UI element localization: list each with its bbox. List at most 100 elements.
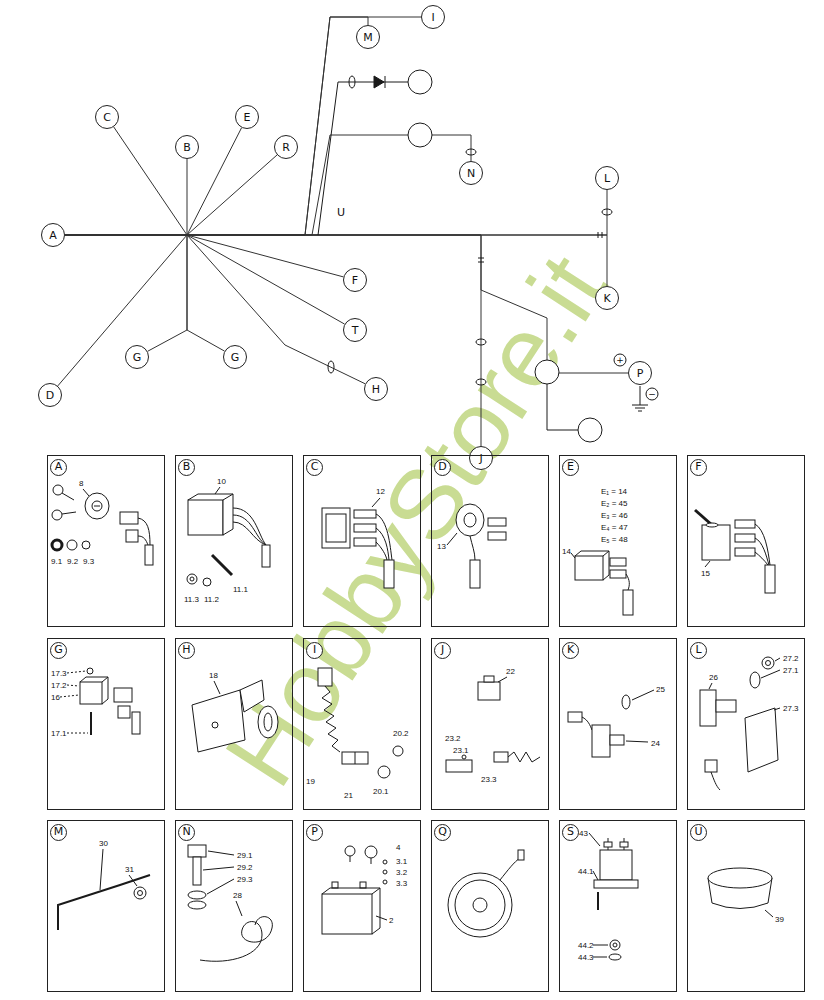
callout-number: 9.2: [67, 557, 78, 567]
part-panel: M3031: [47, 820, 165, 992]
callout-number: 17.1: [51, 729, 67, 739]
ground-wire: [640, 386, 641, 405]
switch: [571, 551, 633, 615]
callout-number: 39: [775, 915, 784, 925]
part-panel: J2223.223.123.3: [431, 638, 549, 810]
connector-letter: A: [49, 230, 57, 241]
harness-wire: [65, 159, 187, 235]
cable-mark: [598, 232, 599, 238]
callout-number: 16: [51, 693, 60, 703]
harness-wire: [65, 235, 628, 373]
connector-circle: H: [364, 377, 388, 401]
callout-number: 4: [396, 843, 400, 853]
part-panel: C12: [303, 455, 421, 627]
wire: [547, 384, 578, 430]
part-panel: L27.227.12627.3: [687, 638, 805, 810]
diode-symbol: [374, 76, 384, 88]
callout-number: 13: [437, 542, 446, 552]
connector-letter: L: [604, 173, 610, 184]
horn: [448, 850, 524, 937]
harness-wire: [58, 235, 187, 386]
panel-letter: I: [306, 642, 323, 659]
harness-wire: [65, 235, 365, 384]
panel-letter: U: [690, 824, 707, 841]
empty-connector: [408, 70, 432, 94]
rocker-switch: [322, 498, 394, 588]
diode-symbol: [385, 76, 386, 88]
part-panel: N29.129.229.328: [175, 820, 293, 992]
part-panel: Q: [431, 820, 549, 992]
connector-circle: B: [175, 135, 199, 159]
panel-letter: D: [434, 459, 451, 476]
part-panel: A89.19.29.3: [47, 455, 165, 627]
panel-letter: N: [178, 824, 195, 841]
callout-number: 10: [217, 477, 226, 487]
part-panel: U 39: [687, 820, 805, 992]
empty-connector: [578, 418, 602, 442]
callout-number: 15: [701, 569, 710, 579]
connector-circle: M: [356, 25, 380, 49]
connector-letter: C: [103, 112, 111, 123]
panel-letter: P: [306, 824, 323, 841]
callout-number: 24: [651, 739, 660, 749]
panel-letter: F: [690, 459, 707, 476]
harness-wire: [65, 235, 607, 286]
harness-wire: [65, 155, 277, 235]
connector-letter: R: [282, 142, 290, 153]
callout-number: 23.1: [453, 746, 469, 756]
harness-wire: [65, 235, 481, 446]
bolt-and-cable: [188, 845, 272, 961]
harness-wire: [65, 235, 225, 351]
cap: [708, 868, 773, 917]
connector-circle: A: [41, 223, 65, 247]
connector-letter: F: [352, 275, 358, 286]
connector-letter: G: [133, 352, 142, 363]
cable-tie: [602, 209, 612, 215]
part-panel: F 15: [687, 455, 805, 627]
callout-number: 23.2: [445, 734, 461, 744]
callout-number: 8: [79, 479, 83, 489]
callout-number: 11.2: [204, 595, 219, 605]
callout-number: 20.2: [393, 729, 409, 739]
wire-label: U: [337, 207, 345, 218]
ignition-switch: [52, 485, 153, 565]
cable-mark: [478, 258, 484, 259]
connector-letter: P: [637, 368, 644, 379]
connector-letter: G: [231, 352, 240, 363]
panel-letter: C: [306, 459, 323, 476]
callout-number: 11.3: [184, 595, 199, 605]
part-panel: I1920.220.121: [303, 638, 421, 810]
harness-wire: [65, 235, 345, 324]
panel-letter: G: [50, 642, 67, 659]
cable-mark: [602, 232, 603, 238]
callout-number: 14: [562, 547, 571, 557]
connector-letter: B: [183, 142, 191, 153]
part-panel: EE₁ = 14E₂ = 45E₃ = 46E₄ = 47E₅ = 4814: [559, 455, 677, 627]
ground-symbol: [638, 411, 642, 412]
connector-letter: M: [363, 32, 373, 43]
connector-circle: G: [223, 345, 247, 369]
connector-circle: I: [421, 5, 445, 29]
support-bracket: [58, 849, 150, 930]
harness-wire: [65, 135, 471, 235]
callout-number: 17.3: [51, 669, 67, 679]
panel-letter: H: [178, 642, 195, 659]
callout-number: 28: [233, 891, 242, 901]
callout-number: E₅ = 48: [601, 535, 628, 545]
callout-number: 21: [344, 791, 353, 801]
seat-switch: [700, 657, 780, 790]
harness-wire: [65, 190, 607, 235]
callout-number: E₄ = 47: [601, 523, 628, 533]
connector-letter: H: [372, 384, 380, 395]
bracket: [192, 680, 278, 752]
cable-tie: [349, 76, 355, 88]
part-panel: P43.13.23.32: [303, 820, 421, 992]
panel-letter: L: [690, 642, 707, 659]
ground-symbol: [635, 408, 645, 409]
part-panel: B1011.311.211.1: [175, 455, 293, 627]
callout-number: 27.3: [783, 704, 799, 714]
callout-number: 43: [579, 829, 588, 839]
